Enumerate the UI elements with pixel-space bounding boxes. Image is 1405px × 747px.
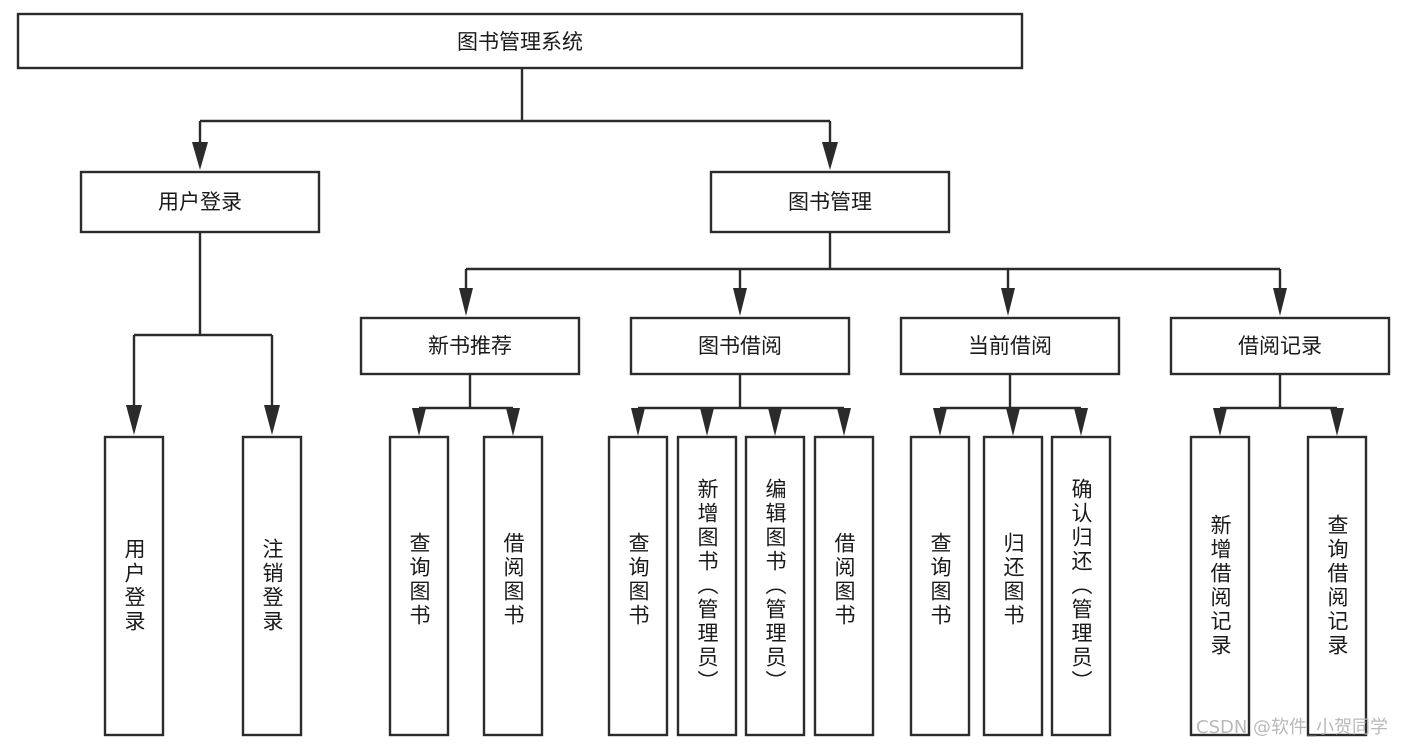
arrow-head-borrow-record bbox=[1273, 288, 1287, 316]
node-leaf-query-record-label: 查询借阅记录 bbox=[1325, 514, 1349, 658]
arrow-head-add-book bbox=[700, 408, 714, 436]
node-leaf-logout-label: 注销登录 bbox=[260, 538, 284, 634]
arrow-head-borrow-book-bb bbox=[837, 408, 851, 436]
arrow-head-query-book-bb bbox=[631, 408, 645, 436]
node-leaf-borrow-book-bb[interactable]: 借阅图书 bbox=[813, 435, 875, 737]
node-leaf-query-book-cb-rect[interactable] bbox=[909, 435, 971, 737]
node-leaf-confirm-return[interactable]: 确认归还（管理员） bbox=[1050, 435, 1112, 737]
node-leaf-query-record-rect[interactable] bbox=[1306, 435, 1368, 737]
node-leaf-query-book-rec-rect[interactable] bbox=[388, 435, 450, 737]
node-leaf-user-login-rect[interactable] bbox=[103, 435, 165, 737]
arrow-head-new-book-rec bbox=[459, 288, 473, 316]
node-root[interactable]: 图书管理系统 bbox=[16, 12, 1024, 70]
node-book-borrow-rect[interactable] bbox=[629, 316, 851, 376]
node-user-login-label: 用户登录 bbox=[158, 190, 242, 214]
node-book-borrow-label: 图书借阅 bbox=[698, 334, 782, 358]
node-leaf-add-book[interactable]: 新增图书（管理员） bbox=[676, 435, 738, 737]
arrow-head-book-borrow bbox=[733, 288, 747, 316]
arrow-head-query-book-rec bbox=[412, 408, 426, 436]
node-book-manage[interactable]: 图书管理 bbox=[709, 170, 951, 234]
node-leaf-confirm-return-label: 确认归还（管理员） bbox=[1069, 478, 1093, 694]
node-leaf-query-book-bb[interactable]: 查询图书 bbox=[607, 435, 669, 737]
arrow-head-leaf-logout bbox=[264, 405, 280, 435]
node-leaf-user-login[interactable]: 用户登录 bbox=[103, 435, 165, 737]
node-leaf-edit-book[interactable]: 编辑图书（管理员） bbox=[744, 435, 806, 737]
node-borrow-record[interactable]: 借阅记录 bbox=[1169, 316, 1391, 376]
node-leaf-logout-rect[interactable] bbox=[241, 435, 303, 737]
arrow-head-query-book-cb bbox=[933, 408, 947, 436]
node-leaf-edit-book-rect[interactable] bbox=[744, 435, 806, 737]
node-leaf-return-book-label: 归还图书 bbox=[1001, 532, 1025, 628]
node-leaf-borrow-book-rec-label: 借阅图书 bbox=[501, 532, 525, 628]
node-user-login[interactable]: 用户登录 bbox=[79, 170, 321, 234]
node-borrow-record-rect[interactable] bbox=[1169, 316, 1391, 376]
node-leaf-query-book-bb-rect[interactable] bbox=[607, 435, 669, 737]
node-leaf-query-book-bb-label: 查询图书 bbox=[626, 532, 650, 628]
node-current-borrow-rect[interactable] bbox=[899, 316, 1121, 376]
edge-layer bbox=[126, 68, 1344, 436]
node-leaf-query-book-rec-label: 查询图书 bbox=[407, 532, 431, 628]
node-book-borrow[interactable]: 图书借阅 bbox=[629, 316, 851, 376]
arrow-head-user-login bbox=[192, 142, 208, 170]
node-user-login-rect[interactable] bbox=[79, 170, 321, 234]
arrow-head-query-record bbox=[1330, 408, 1344, 436]
node-new-book-rec[interactable]: 新书推荐 bbox=[359, 316, 581, 376]
node-borrow-record-label: 借阅记录 bbox=[1238, 334, 1322, 358]
arrow-head-edit-book bbox=[768, 408, 782, 436]
node-leaf-return-book-rect[interactable] bbox=[982, 435, 1044, 737]
arrow-head-book-manage bbox=[822, 142, 838, 170]
node-leaf-query-book-cb[interactable]: 查询图书 bbox=[909, 435, 971, 737]
node-leaf-add-record-label: 新增借阅记录 bbox=[1208, 514, 1232, 658]
node-leaf-user-login-label: 用户登录 bbox=[122, 538, 146, 634]
node-leaf-add-record[interactable]: 新增借阅记录 bbox=[1189, 435, 1251, 737]
node-leaf-edit-book-label: 编辑图书（管理员） bbox=[763, 478, 787, 694]
arrow-head-add-record bbox=[1213, 408, 1227, 436]
watermark-label: CSDN @软件_小贺同学 bbox=[1196, 717, 1388, 738]
arrow-head-borrow-book-rec bbox=[506, 408, 520, 436]
node-leaf-query-record[interactable]: 查询借阅记录 bbox=[1306, 435, 1368, 737]
node-leaf-logout[interactable]: 注销登录 bbox=[241, 435, 303, 737]
node-root-label: 图书管理系统 bbox=[457, 30, 583, 54]
node-new-book-rec-label: 新书推荐 bbox=[428, 334, 512, 358]
arrow-head-current-borrow bbox=[1001, 288, 1015, 316]
arrow-head-leaf-user-login bbox=[126, 405, 142, 435]
node-current-borrow[interactable]: 当前借阅 bbox=[899, 316, 1121, 376]
node-leaf-borrow-book-rec[interactable]: 借阅图书 bbox=[482, 435, 544, 737]
node-leaf-add-book-label: 新增图书（管理员） bbox=[695, 478, 719, 694]
node-leaf-borrow-book-bb-rect[interactable] bbox=[813, 435, 875, 737]
node-new-book-rec-rect[interactable] bbox=[359, 316, 581, 376]
node-book-manage-rect[interactable] bbox=[709, 170, 951, 234]
arrow-head-return-book bbox=[1006, 408, 1020, 436]
node-leaf-borrow-book-rec-rect[interactable] bbox=[482, 435, 544, 737]
node-root-rect[interactable] bbox=[16, 12, 1024, 70]
node-leaf-add-book-rect[interactable] bbox=[676, 435, 738, 737]
arrow-head-confirm-return bbox=[1074, 408, 1088, 436]
node-leaf-add-record-rect[interactable] bbox=[1189, 435, 1251, 737]
node-current-borrow-label: 当前借阅 bbox=[968, 334, 1052, 358]
node-leaf-borrow-book-bb-label: 借阅图书 bbox=[832, 532, 856, 628]
node-leaf-query-book-cb-label: 查询图书 bbox=[928, 532, 952, 628]
node-leaf-query-book-rec[interactable]: 查询图书 bbox=[388, 435, 450, 737]
node-book-manage-label: 图书管理 bbox=[788, 190, 872, 214]
node-leaf-confirm-return-rect[interactable] bbox=[1050, 435, 1112, 737]
node-leaf-return-book[interactable]: 归还图书 bbox=[982, 435, 1044, 737]
